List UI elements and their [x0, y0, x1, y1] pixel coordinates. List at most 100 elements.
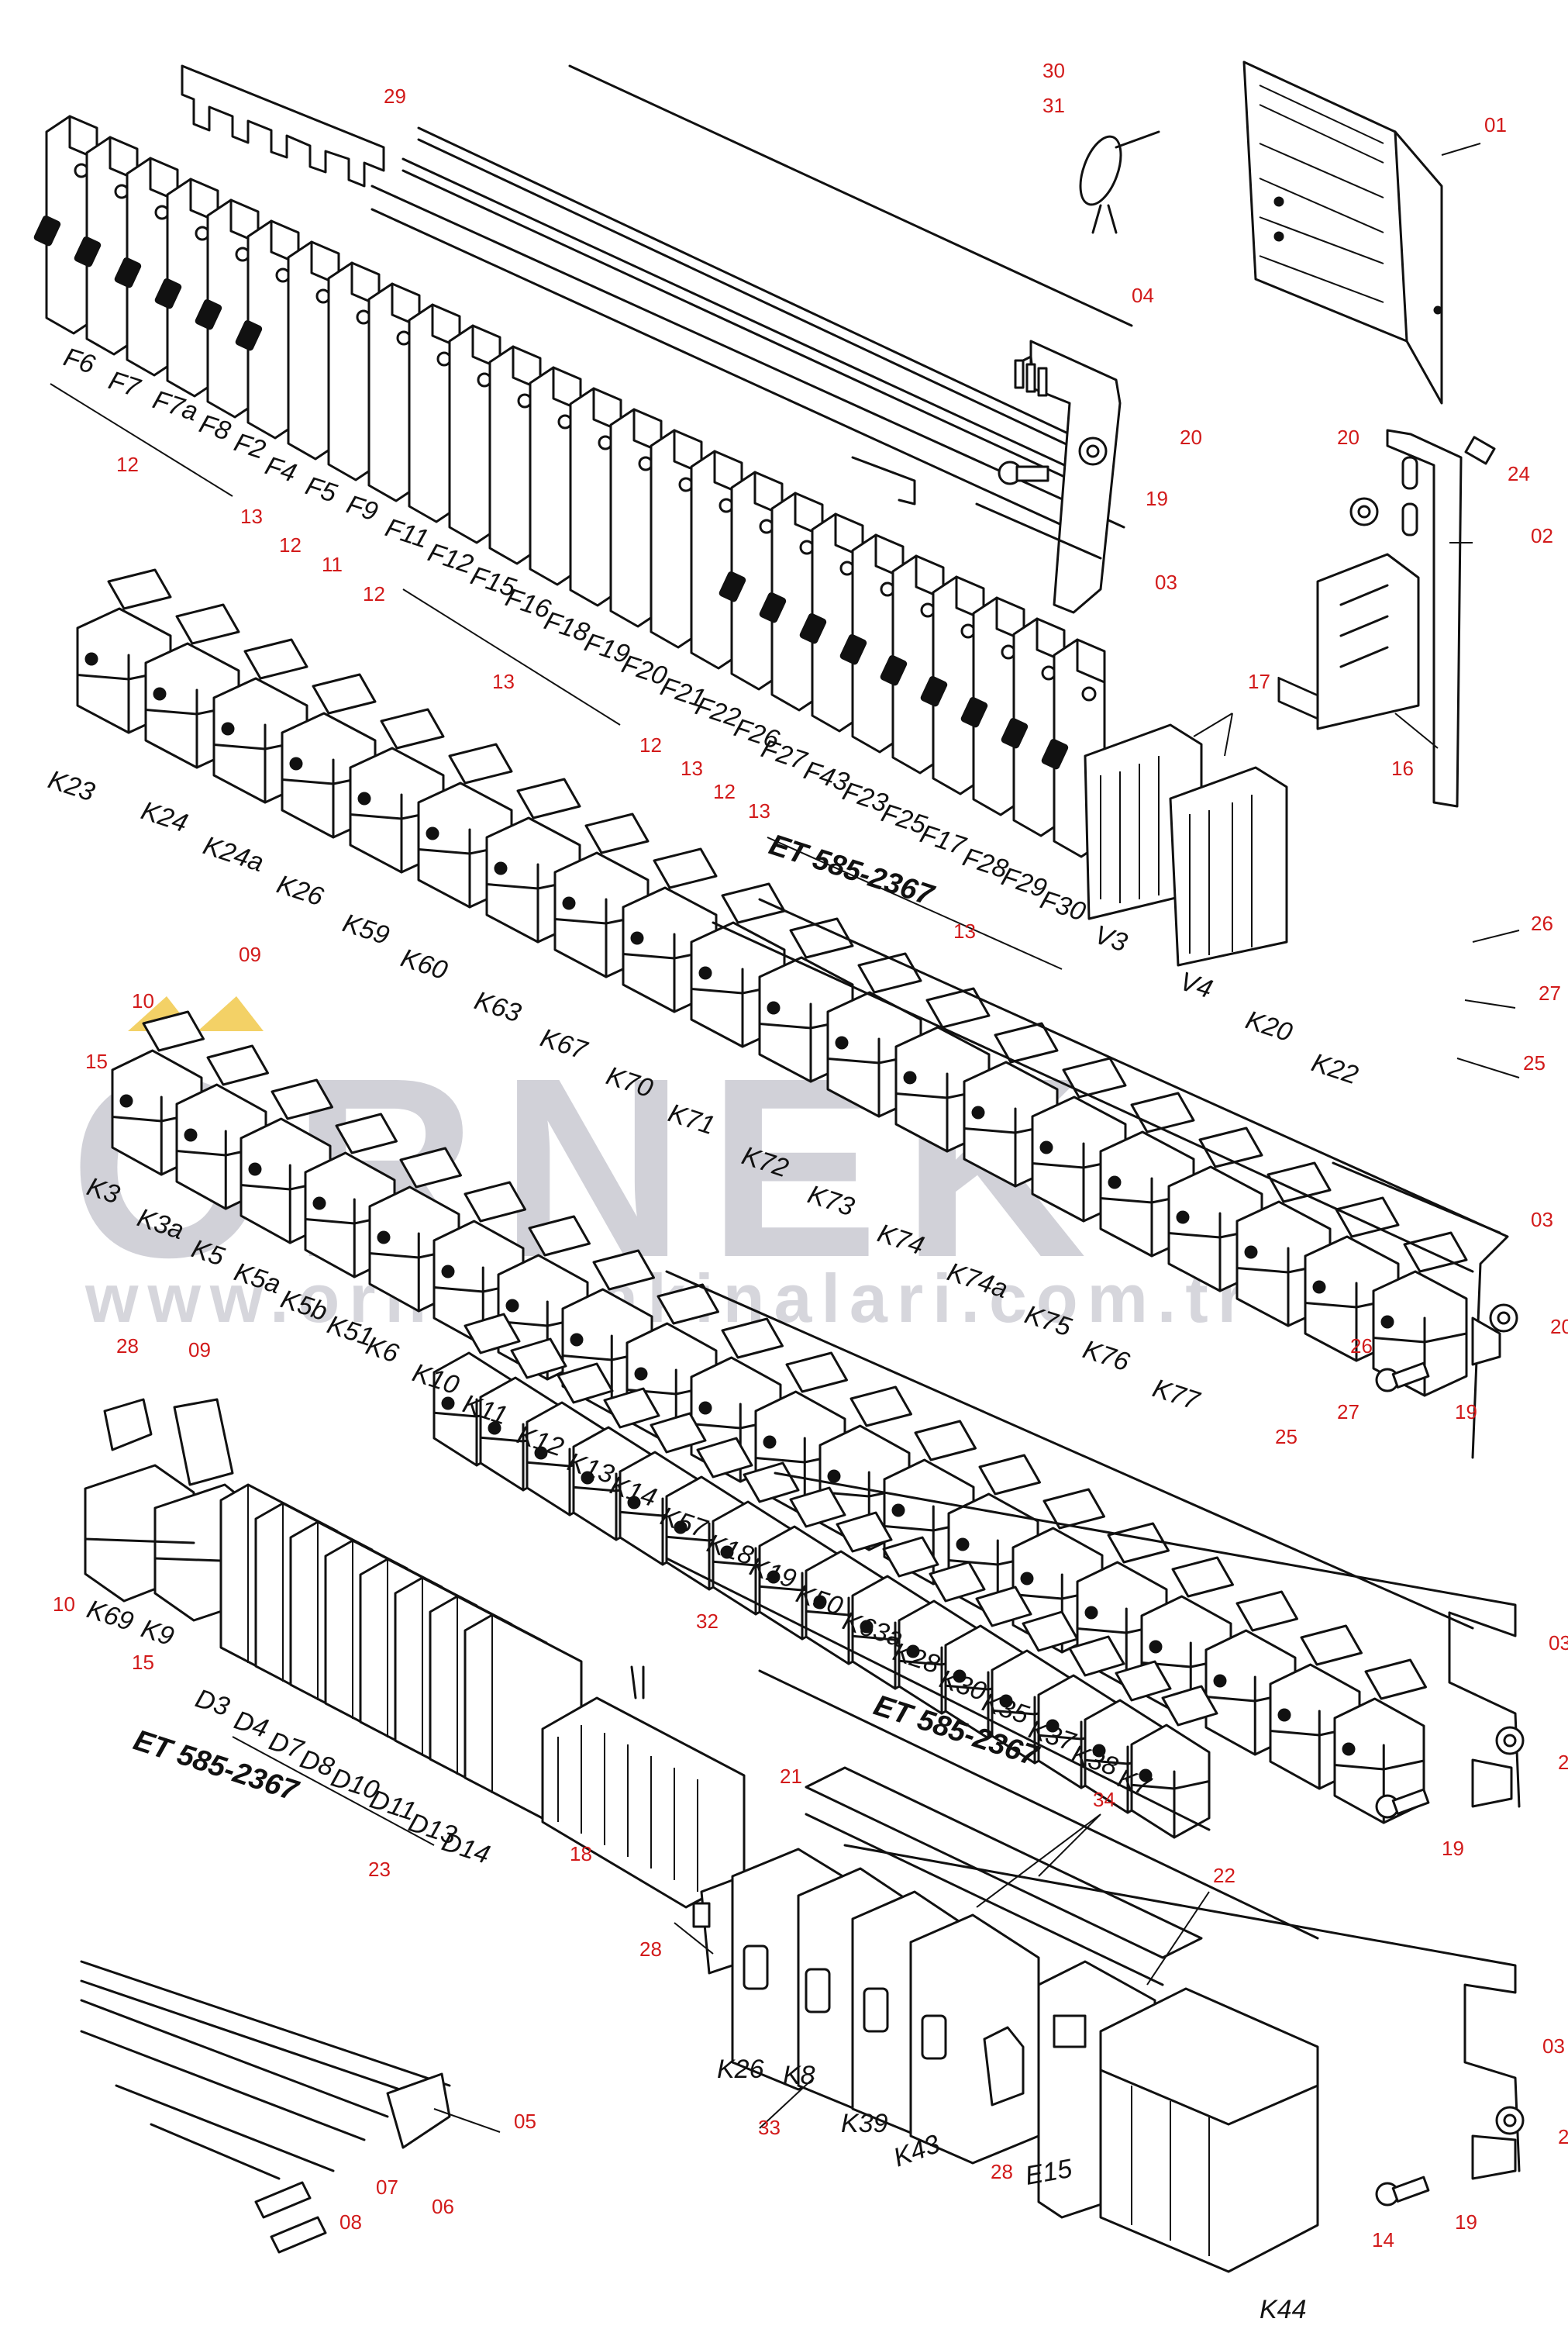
callout-c20e: 20: [1558, 2125, 1568, 2148]
relay-indicator-icon: [891, 1503, 905, 1517]
callout-c20a: 20: [1180, 426, 1202, 449]
callout-c08: 08: [339, 2210, 362, 2234]
callout-c03c: 03: [1549, 1631, 1568, 1655]
label-k60: K60: [398, 943, 451, 985]
callout-c20d: 20: [1558, 1751, 1568, 1774]
callout-c18: 18: [570, 1842, 592, 1865]
nut-20-top: [1078, 436, 1108, 466]
callout-c25a: 25: [1523, 1051, 1546, 1075]
relay-indicator-icon: [627, 1496, 641, 1510]
relay-indicator-icon: [494, 861, 508, 875]
callout-c34: 34: [1093, 1788, 1115, 1811]
callout-c25b: 25: [1275, 1425, 1297, 1448]
callout-c28b: 28: [639, 1937, 662, 1961]
motor-breaker-group: [731, 1848, 1040, 2165]
relay-indicator-icon: [488, 1421, 501, 1435]
fuse-lever-icon: [920, 675, 948, 707]
relay-indicator-icon: [534, 1446, 548, 1460]
callout-c13b: 13: [492, 670, 515, 693]
callout-c19d: 19: [1455, 2210, 1477, 2234]
diode-module-row: [219, 1483, 583, 1826]
callout-c12c: 12: [363, 582, 385, 606]
relay-body: [622, 847, 718, 1013]
relay-indicator-icon: [581, 1471, 594, 1485]
relay-indicator-icon: [377, 1230, 391, 1244]
fuse-lever-icon: [759, 592, 787, 623]
label-k69: K69: [84, 1594, 137, 1637]
label-k63: K63: [471, 985, 525, 1028]
relay-indicator-icon: [674, 1520, 688, 1534]
relay-indicator-icon: [441, 1265, 455, 1278]
fuse-lever-icon: [235, 319, 263, 351]
callout-c26b: 26: [1350, 1334, 1373, 1358]
terminal-strip-18: [541, 1665, 746, 1909]
callout-c33: 33: [758, 2116, 781, 2139]
din-rail-top: [401, 64, 1133, 486]
fuse-lever-icon: [799, 612, 827, 644]
label-f2: F2: [231, 427, 270, 464]
callout-c12a: 12: [116, 453, 139, 476]
relay-indicator-icon: [763, 1435, 777, 1449]
relay-indicator-icon: [248, 1162, 262, 1176]
callout-c01: 01: [1484, 113, 1507, 136]
relay-indicator-icon: [971, 1106, 985, 1120]
fuse-lever-icon: [719, 571, 746, 602]
callout-c32: 32: [696, 1610, 719, 1633]
callout-c02: 02: [1531, 524, 1553, 547]
relay-indicator-icon: [1213, 1674, 1227, 1688]
relay-indicator-icon: [84, 652, 98, 666]
terminal-block-v4: [1169, 766, 1288, 967]
label-k24a: K24a: [200, 830, 267, 878]
label-d14: D14: [439, 1827, 494, 1869]
relay-indicator-icon: [630, 931, 644, 945]
label-d3: D3: [192, 1683, 233, 1722]
callout-c12d: 12: [639, 733, 662, 757]
callout-c03b: 03: [1531, 1208, 1553, 1231]
fuse-lever-icon: [1001, 717, 1029, 749]
relay-row-k3-k77: [111, 1010, 1427, 1824]
terminal-block-v3: [1084, 723, 1203, 920]
relay-indicator-icon: [1244, 1245, 1258, 1259]
relay-indicator-icon: [1176, 1210, 1190, 1224]
relay-indicator-icon: [953, 1669, 967, 1683]
label-k44: K44: [1260, 2295, 1307, 2324]
relay-indicator-icon: [1020, 1572, 1034, 1586]
screw-24: [1464, 436, 1496, 465]
fuse-row: [33, 115, 1106, 858]
relay-indicator-icon: [1149, 1640, 1163, 1654]
relay-indicator-icon: [827, 1469, 841, 1483]
callout-c14: 14: [1372, 2228, 1394, 2251]
relay-indicator-icon: [289, 757, 303, 771]
label-k59: K59: [339, 908, 393, 951]
callout-c27b: 27: [1337, 1400, 1360, 1423]
rail-03-lower: [665, 1270, 1525, 1940]
callout-c09b: 09: [188, 1338, 211, 1361]
screw-19-top: [998, 461, 1049, 485]
label-f9: F9: [343, 489, 382, 526]
relay-indicator-icon: [698, 1401, 712, 1415]
label-f11: F11: [382, 512, 432, 554]
label-f30: F30: [1037, 885, 1090, 926]
profile-strips-05-08: [80, 1960, 451, 2254]
et-label-et1: ET 585-2367: [765, 829, 939, 913]
relay-indicator-icon: [720, 1545, 734, 1559]
relay-indicator-icon: [698, 966, 712, 980]
label-k26b: K26: [717, 2055, 764, 2084]
label-f7: F7: [105, 365, 145, 403]
relay-indicator-icon: [634, 1367, 648, 1381]
fuse-body: [195, 198, 260, 419]
fuse-lever-icon: [839, 633, 867, 665]
label-k43: K43: [890, 2129, 944, 2172]
relay-body: [485, 778, 581, 944]
relay-indicator-icon: [505, 1299, 519, 1313]
callout-c17: 17: [1248, 670, 1270, 693]
label-f27: F27: [758, 733, 811, 776]
relay-indicator-icon: [1312, 1280, 1326, 1294]
callout-c24: 24: [1508, 462, 1530, 485]
callout-c03d: 03: [1542, 2034, 1565, 2058]
fuse-body: [920, 575, 985, 795]
callout-c10b: 10: [53, 1592, 75, 1616]
callout-c15a: 15: [85, 1050, 108, 1073]
callout-c04: 04: [1132, 284, 1154, 307]
